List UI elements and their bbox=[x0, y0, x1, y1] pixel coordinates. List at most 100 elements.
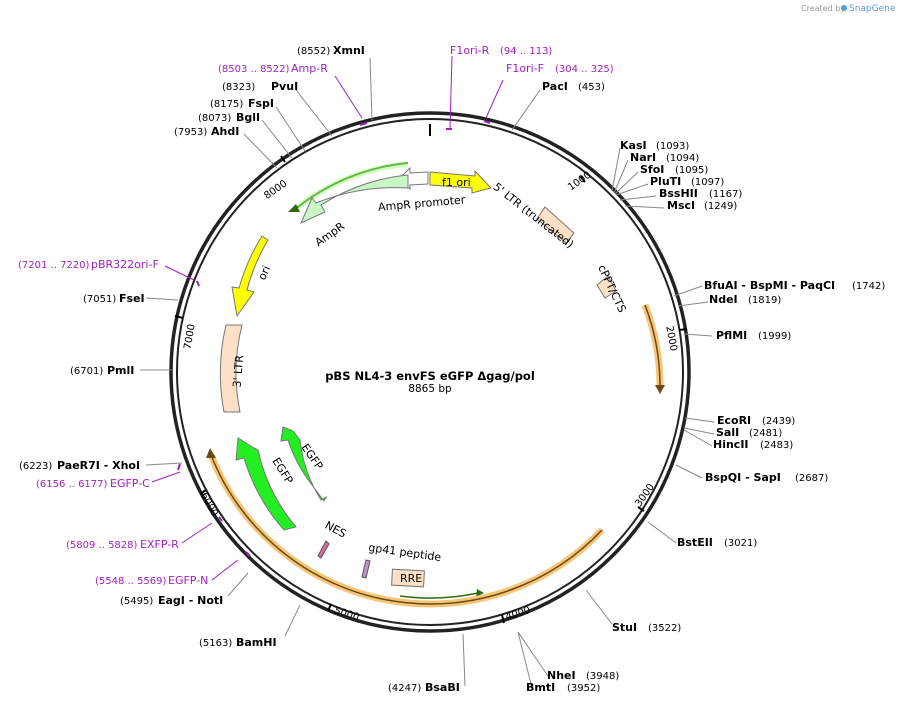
site-pos: (8175) bbox=[210, 99, 243, 110]
primer-pos: (6156 .. 6177) bbox=[36, 479, 108, 490]
primer-name[interactable]: EXFP-R bbox=[140, 538, 179, 551]
nes-label: NES bbox=[323, 519, 349, 541]
site-pos: (1094) bbox=[666, 153, 699, 164]
orf-lower-feature bbox=[210, 454, 603, 605]
site-pos: (3952) bbox=[567, 683, 600, 694]
primer-pos: (5548 .. 5569) bbox=[95, 576, 167, 587]
site-name[interactable]: KasI bbox=[620, 139, 647, 152]
site-name[interactable]: PluTI bbox=[650, 175, 681, 188]
egfp-outer-label: EGFP bbox=[269, 455, 295, 486]
site-pos: (7051) bbox=[83, 294, 116, 305]
site-name[interactable]: NarI bbox=[630, 151, 656, 164]
ltr3-feature bbox=[219, 324, 243, 413]
site-pos: (1095) bbox=[675, 165, 708, 176]
site-name[interactable]: BamHI bbox=[236, 636, 277, 649]
small-orf-bar bbox=[399, 592, 479, 599]
primer-pos: (7201 .. 7220) bbox=[18, 260, 90, 271]
site-name[interactable]: NheI bbox=[547, 669, 576, 682]
primer-name[interactable]: EGFP-C bbox=[110, 477, 150, 490]
primer-name[interactable]: F1ori-R bbox=[450, 44, 490, 57]
site-pos: (6223) bbox=[19, 461, 52, 472]
site-name[interactable]: PvuI bbox=[271, 80, 298, 93]
site-name[interactable]: HincII bbox=[713, 438, 749, 451]
tick-mark bbox=[327, 603, 332, 612]
site-name[interactable]: EcoRI bbox=[717, 414, 751, 427]
primer-name[interactable]: Amp-R bbox=[291, 62, 328, 75]
snapgene-logo-icon bbox=[841, 5, 847, 11]
tick-mark bbox=[199, 489, 207, 495]
site-name[interactable]: StuI bbox=[612, 621, 637, 634]
ori-label: ori bbox=[255, 264, 273, 282]
site-pos: (3522) bbox=[648, 623, 681, 634]
site-name[interactable]: BstEII bbox=[677, 536, 713, 549]
tick-mark bbox=[678, 328, 688, 331]
site-name[interactable]: XmnI bbox=[333, 44, 365, 57]
site-pos: (6701) bbox=[70, 366, 103, 377]
f1-ori-feature bbox=[429, 169, 492, 194]
cppt-feature bbox=[596, 275, 617, 299]
site-pos: (3948) bbox=[586, 671, 619, 682]
site-pos: (5163) bbox=[199, 638, 232, 649]
tick-label: 5000 bbox=[333, 605, 361, 623]
site-name[interactable]: NdeI bbox=[709, 293, 738, 306]
primer-pos: (304 .. 325) bbox=[555, 64, 614, 75]
nes-feature bbox=[317, 540, 330, 559]
orf-lower-arrowhead bbox=[206, 448, 216, 458]
site-pos: (1249) bbox=[704, 201, 737, 212]
primer-name[interactable]: EGFP-N bbox=[168, 574, 208, 587]
tick-label: 8000 bbox=[262, 178, 289, 202]
site-pos: (1093) bbox=[656, 141, 689, 152]
ampr-label: AmpR bbox=[313, 219, 348, 249]
site-name[interactable]: MscI bbox=[667, 199, 695, 212]
egfp-outer-feature bbox=[235, 437, 297, 531]
created-by-text: Created by bbox=[801, 4, 845, 13]
plasmid-size: 8865 bp bbox=[408, 383, 452, 395]
egfp-inner-feature bbox=[280, 426, 328, 502]
site-name[interactable]: BspQI - SapI bbox=[705, 471, 781, 484]
site-name[interactable]: EagI - NotI bbox=[158, 594, 223, 607]
site-pos: (1999) bbox=[758, 331, 791, 342]
backbone-inner bbox=[176, 118, 684, 626]
brand-name: SnapGene bbox=[849, 4, 896, 14]
primer-name[interactable]: F1ori-F bbox=[506, 62, 544, 75]
site-name[interactable]: PaeR7I - XhoI bbox=[57, 459, 140, 472]
primer-pos: (8503 .. 8522) bbox=[218, 64, 290, 75]
site-name[interactable]: FspI bbox=[248, 97, 274, 110]
site-pos: (4247) bbox=[388, 683, 421, 694]
site-name[interactable]: PacI bbox=[542, 80, 568, 93]
rre-label: RRE bbox=[400, 572, 422, 585]
site-name[interactable]: AhdI bbox=[211, 125, 239, 138]
primer-pos: (94 .. 113) bbox=[500, 46, 552, 57]
primer-name[interactable]: pBR322ori-F bbox=[91, 258, 159, 271]
site-name[interactable]: FseI bbox=[119, 292, 145, 305]
primer-leaders bbox=[151, 55, 504, 581]
site-name[interactable]: BglI bbox=[236, 111, 260, 124]
site-name[interactable]: PflMI bbox=[716, 329, 747, 342]
site-name[interactable]: BmtI bbox=[526, 681, 555, 694]
site-pos: (1167) bbox=[709, 189, 742, 200]
tick-label: 7000 bbox=[182, 323, 197, 350]
site-name[interactable]: PmlI bbox=[107, 364, 134, 377]
site-name[interactable]: BsaBI bbox=[425, 681, 460, 694]
small-orf-arrowhead bbox=[476, 589, 484, 597]
ampr-promoter-label: AmpR promoter bbox=[378, 193, 467, 214]
site-pos: (1097) bbox=[691, 177, 724, 188]
ltr5-label: 5' LTR (truncated) bbox=[491, 180, 576, 251]
site-pos: (5495) bbox=[120, 596, 153, 607]
ampr-upper-arrowhead bbox=[288, 204, 300, 212]
site-pos: (2483) bbox=[760, 440, 793, 451]
site-pos: (8323) bbox=[222, 82, 255, 93]
site-pos: (453) bbox=[578, 82, 605, 93]
site-pos: (8073) bbox=[198, 113, 231, 124]
tick-mark bbox=[174, 315, 184, 319]
site-name[interactable]: SfoI bbox=[640, 163, 664, 176]
site-name[interactable]: SalI bbox=[716, 426, 739, 439]
gp41-label: gp41 peptide bbox=[368, 541, 443, 564]
gp41-feature bbox=[361, 559, 371, 579]
site-pos: (3021) bbox=[724, 538, 757, 549]
tick-label: 1000 bbox=[566, 170, 593, 194]
f1-ori-label: f1 ori bbox=[442, 176, 471, 189]
ori-feature bbox=[231, 235, 269, 318]
site-name[interactable]: BssHII bbox=[659, 187, 698, 200]
site-name[interactable]: BfuAI - BspMI - PaqCI bbox=[704, 279, 835, 292]
